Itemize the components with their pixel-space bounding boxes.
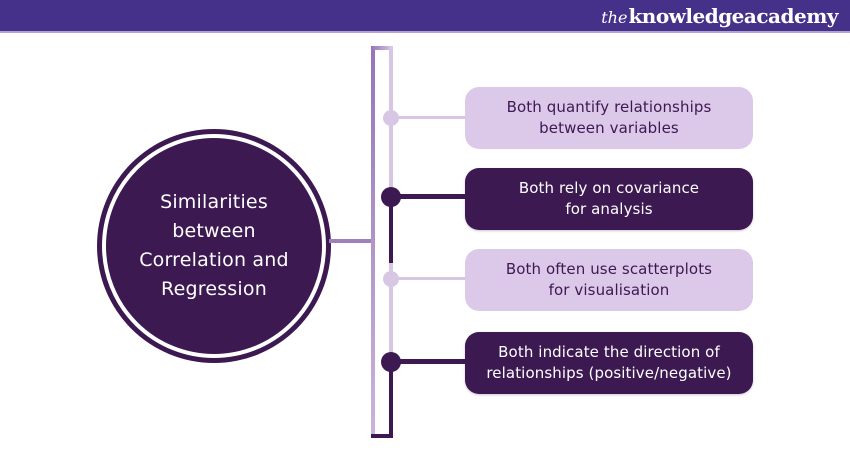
hub-circle-inner-ring: Similarities between Correlation and Reg…: [102, 134, 326, 358]
logo-text: knowledgeacademy: [628, 3, 838, 28]
branch-line-4: [395, 359, 465, 364]
node-dot-3: [383, 271, 399, 287]
similarity-item-1: Both quantify relationships between vari…: [465, 87, 753, 149]
node-dot-1: [383, 110, 399, 126]
logo-prefix: the: [601, 7, 628, 27]
spine-segment-2: [389, 197, 393, 263]
similarity-item-3: Both often use scatterplots for visualis…: [465, 249, 753, 311]
similarity-item-3-text: Both often use scatterplots for visualis…: [505, 260, 713, 299]
branch-line-3: [395, 277, 465, 280]
hub-connector-line: [329, 239, 373, 243]
node-dot-2: [381, 187, 401, 207]
diagram-title: Similarities between Correlation and Reg…: [139, 191, 289, 300]
similarity-item-2-text: Both rely on covariance for analysis: [518, 179, 700, 218]
spine-segment-4: [389, 362, 393, 436]
spine-left-line: [371, 46, 375, 438]
branch-line-1: [395, 116, 465, 119]
branch-line-2: [395, 194, 465, 199]
hub-circle: Similarities between Correlation and Reg…: [97, 129, 331, 363]
spine-segment-3: [389, 263, 393, 362]
similarity-item-1-text: Both quantify relationships between vari…: [506, 98, 712, 137]
header-bar: the knowledgeacademy: [0, 0, 850, 33]
similarity-item-2: Both rely on covariance for analysis: [465, 168, 753, 230]
similarity-item-4: Both indicate the direction of relations…: [465, 332, 753, 394]
spine-bottom-cap: [371, 434, 393, 438]
spine-top-cap: [371, 46, 393, 50]
brand-logo: the knowledgeacademy: [601, 4, 838, 28]
node-dot-4: [381, 352, 401, 372]
similarity-item-4-text: Both indicate the direction of relations…: [486, 343, 732, 382]
